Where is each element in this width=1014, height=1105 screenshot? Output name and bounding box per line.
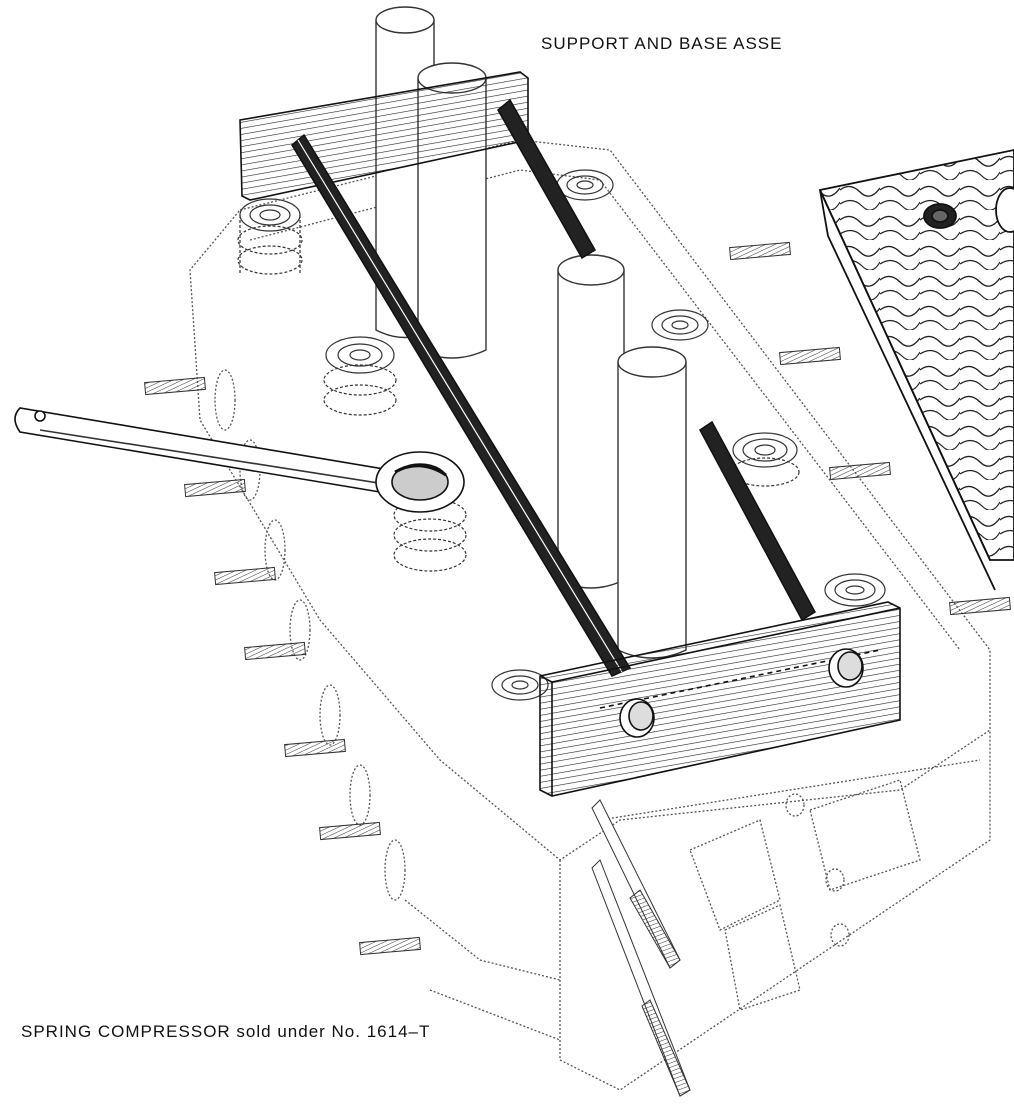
stud <box>779 346 841 366</box>
wrench <box>14 407 465 513</box>
compressor-bar <box>699 420 816 622</box>
wooden-base <box>818 149 1014 591</box>
stud <box>359 936 421 956</box>
support-tubes <box>375 6 687 659</box>
support-base-caption: SUPPORT AND BASE ASSE <box>541 34 783 53</box>
knob <box>619 698 655 738</box>
stud <box>144 376 206 396</box>
valve-spring <box>556 169 614 201</box>
stud <box>184 478 246 498</box>
support-tube <box>557 254 625 589</box>
stud <box>244 641 306 661</box>
valve-springs <box>237 169 886 701</box>
cylinder-head <box>189 139 991 1091</box>
spring-compressor-caption: SPRING COMPRESSOR sold under No. 1614–T <box>21 1022 431 1041</box>
valve-spring <box>824 573 886 607</box>
support-plate-front <box>539 601 901 797</box>
valve-spring <box>730 432 800 487</box>
stud <box>214 566 276 586</box>
stud <box>729 241 791 261</box>
stud <box>829 461 891 481</box>
compressor-bar <box>497 98 597 260</box>
valve-spring <box>323 336 397 416</box>
valve-spring <box>237 198 303 275</box>
knob <box>828 648 864 688</box>
support-tube <box>617 346 687 659</box>
head-studs <box>144 241 1011 1097</box>
valve-spring <box>651 309 709 341</box>
base-tube-socket <box>995 187 1014 233</box>
stud <box>284 738 346 758</box>
stud <box>319 821 381 841</box>
stud <box>949 596 1011 616</box>
compressor-bars <box>291 98 816 677</box>
